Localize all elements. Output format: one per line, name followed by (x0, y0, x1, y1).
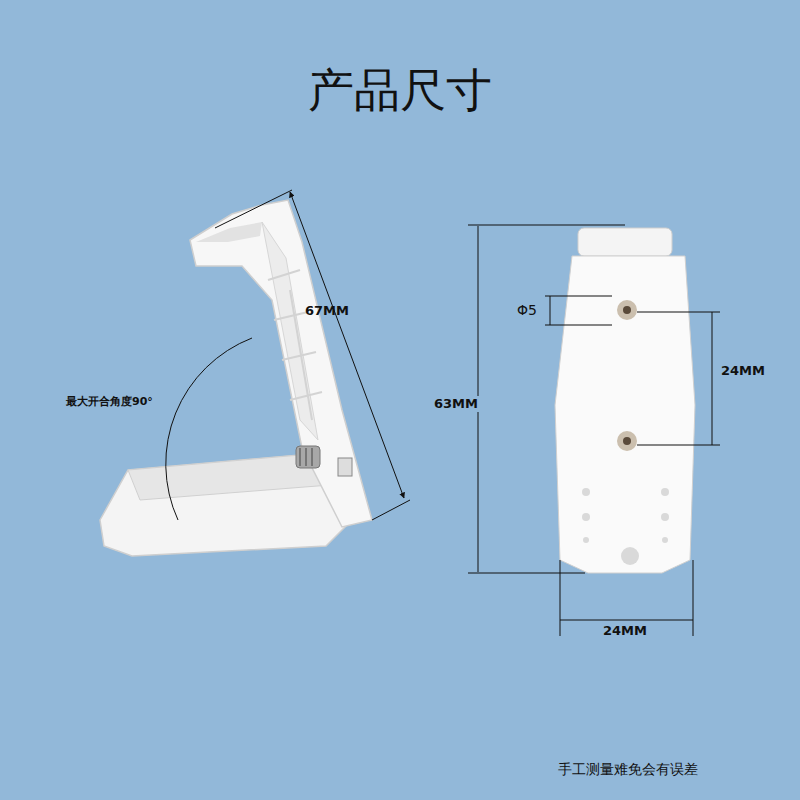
page-title: 产品尺寸 (0, 60, 800, 122)
dimension-label: 67MM (305, 304, 349, 318)
front-view (555, 228, 695, 573)
dimension-label: 24MM (721, 364, 765, 378)
clip-illustration (100, 200, 372, 556)
dimension-label: 63MM (432, 396, 480, 412)
dimension-lines (166, 190, 410, 520)
dimension-label: 24MM (603, 624, 647, 638)
dimension-lines (468, 225, 720, 636)
note: 手工测量难免会有误差 (558, 762, 698, 777)
angle-note: 最大开合角度90° (66, 396, 153, 408)
dimension-label: Φ5 (517, 303, 537, 318)
